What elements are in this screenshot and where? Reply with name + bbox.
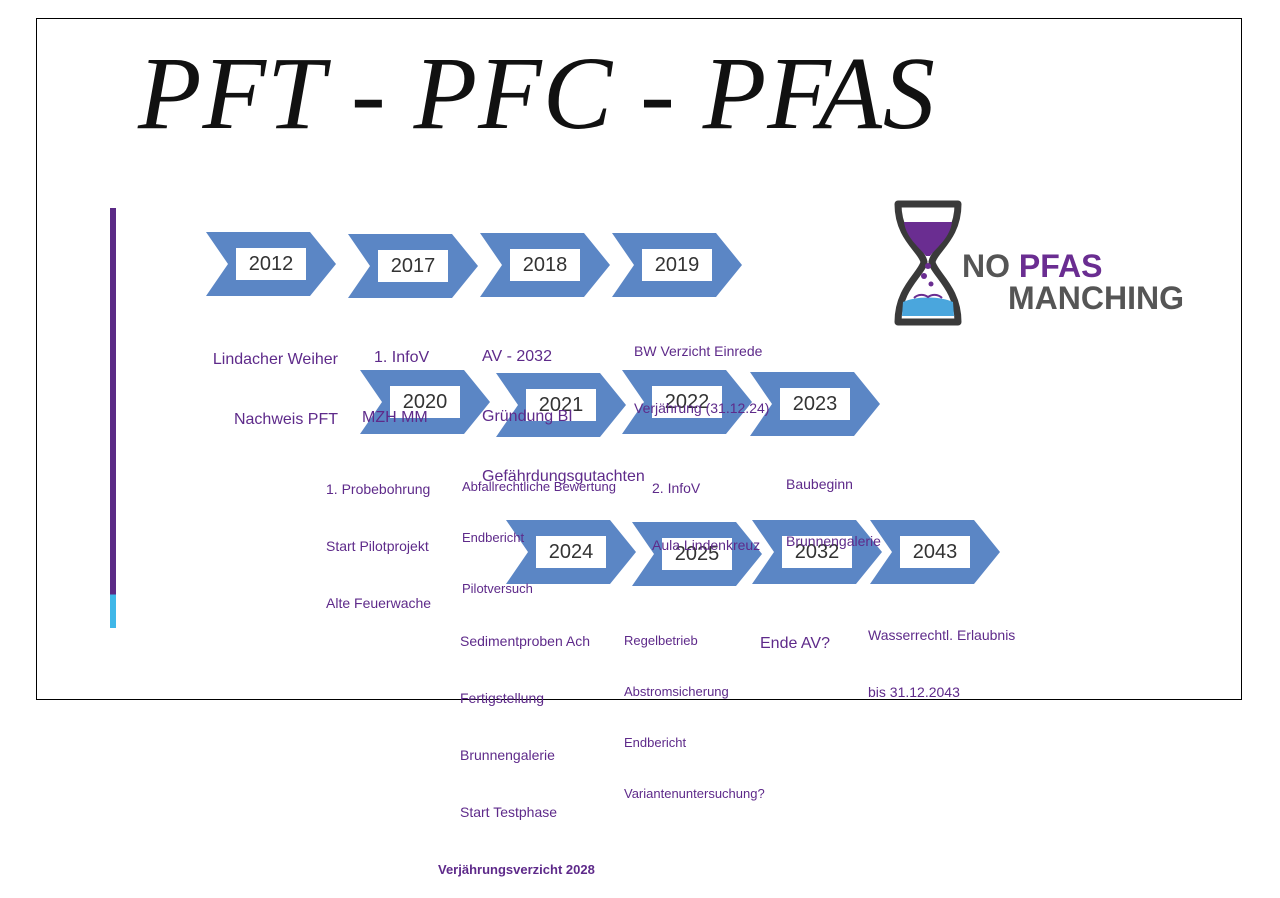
event-label-2019: BW Verzicht Einrede Verjährung (31.12.24… [634,304,769,437]
year-label: 2032 [782,536,852,568]
event-line: Pilotversuch [462,581,533,596]
event-line: Brunnengalerie [786,533,881,549]
event-line: Sedimentproben Ach [460,633,590,649]
event-line: Wasserrechtl. Erlaubnis [868,627,1016,643]
year-label: 2043 [900,536,970,568]
event-line: Verjährungsverzicht 2028 [438,862,595,877]
event-line: Lindacher Weiher [212,351,338,368]
event-line: bis 31.12.2043 [868,684,960,700]
event-line: 2. InfoV [652,480,701,496]
year-label: 2018 [510,249,580,281]
timeline-chevron-2043: 2043 [870,520,1000,584]
event-label-2020: 1. Probebohrung Start Pilotprojekt Alte … [326,442,431,632]
event-label-2017: 1. InfoV MZH MM [362,308,429,448]
year-label: 2020 [390,386,460,418]
event-line: Ende AV? [760,635,830,652]
logo-word-pfas: PFAS [1018,248,1103,284]
event-line: MZH MM [362,409,428,426]
event-label-2025: Regelbetrieb Abstromsicherung Endbericht… [624,598,765,819]
timeline-chevron-2018: 2018 [480,233,610,297]
vertical-accent-bar [110,208,116,628]
event-line: AV - 2032 [482,348,552,365]
timeline-chevron-2022: 2022 [622,370,752,434]
event-line: Abfallrechtliche Bewertung [462,479,616,494]
event-line: 1. InfoV [374,349,430,366]
hourglass-icon [894,200,962,326]
year-label: 2012 [236,248,306,280]
event-line: Nachweis PFT [233,411,338,428]
logo-word-no: NO [962,248,1010,284]
event-label-2022: 2. InfoV Aula Lindenkreuz [652,441,760,574]
timeline-chevron-2020: 2020 [360,370,490,434]
year-label: 2023 [780,388,850,420]
event-label-2024: Sedimentproben Ach Fertigstellung Brunne… [438,594,595,898]
event-line: Endbericht [624,735,687,750]
no-pfas-manching-logo [888,198,1178,328]
event-line: Abstromsicherung [624,684,729,699]
event-line: Fertigstellung [460,690,545,706]
event-label-2023: Baubeginn Brunnengalerie [786,437,881,570]
event-label-2043: Wasserrechtl. Erlaubnis bis 31.12.2043 [868,588,1015,721]
timeline-chevron-2017: 2017 [348,234,478,298]
slide-title: PFT - PFC - PFAS [138,36,936,151]
timeline-chevron-2024: 2024 [506,520,636,584]
event-label-2021: Abfallrechtliche Bewertung Endbericht Pi… [462,444,616,614]
logo-text-line1: NO PFAS [962,250,1102,282]
year-label: 2021 [526,389,596,421]
event-line: Variantenuntersuchung? [624,786,765,801]
event-line: Start Testphase [460,804,558,820]
year-label: 2019 [642,249,712,281]
year-label: 2024 [536,536,606,568]
event-line: Gründung BI [482,408,573,425]
slide-frame [36,18,1242,700]
event-label-2018: AV - 2032 Gründung BI Gefährdungsgutacht… [482,307,645,507]
event-line: 1. Probebohrung [326,481,431,497]
event-line: Verjährung (31.12.24) [634,400,770,416]
event-line: Regelbetrieb [624,633,698,648]
timeline-chevron-2019: 2019 [612,233,742,297]
year-label: 2025 [662,538,732,570]
year-label: 2017 [378,250,448,282]
timeline-chevron-2021: 2021 [496,373,626,437]
timeline-chevron-2025: 2025 [632,522,762,586]
event-line: Start Pilotprojekt [326,538,429,554]
year-label: 2022 [652,386,722,418]
event-line: Aula Lindenkreuz [652,537,761,553]
event-label-2032: Ende AV? [760,594,830,674]
event-line: Brunnengalerie [460,747,555,763]
logo-text-line2: MANCHING [1008,280,1184,316]
timeline-chevron-2012: 2012 [206,232,336,296]
event-line: Gefährdungsgutachten [482,468,645,485]
timeline-chevron-2023: 2023 [750,372,880,436]
timeline-chevron-2032: 2032 [752,520,882,584]
event-line: BW Verzicht Einrede [634,343,763,359]
event-label-2012: Lindacher Weiher Nachweis PFT [196,310,338,450]
event-line: Endbericht [462,530,525,545]
event-line: Alte Feuerwache [326,595,432,611]
event-line: Baubeginn [786,476,853,492]
